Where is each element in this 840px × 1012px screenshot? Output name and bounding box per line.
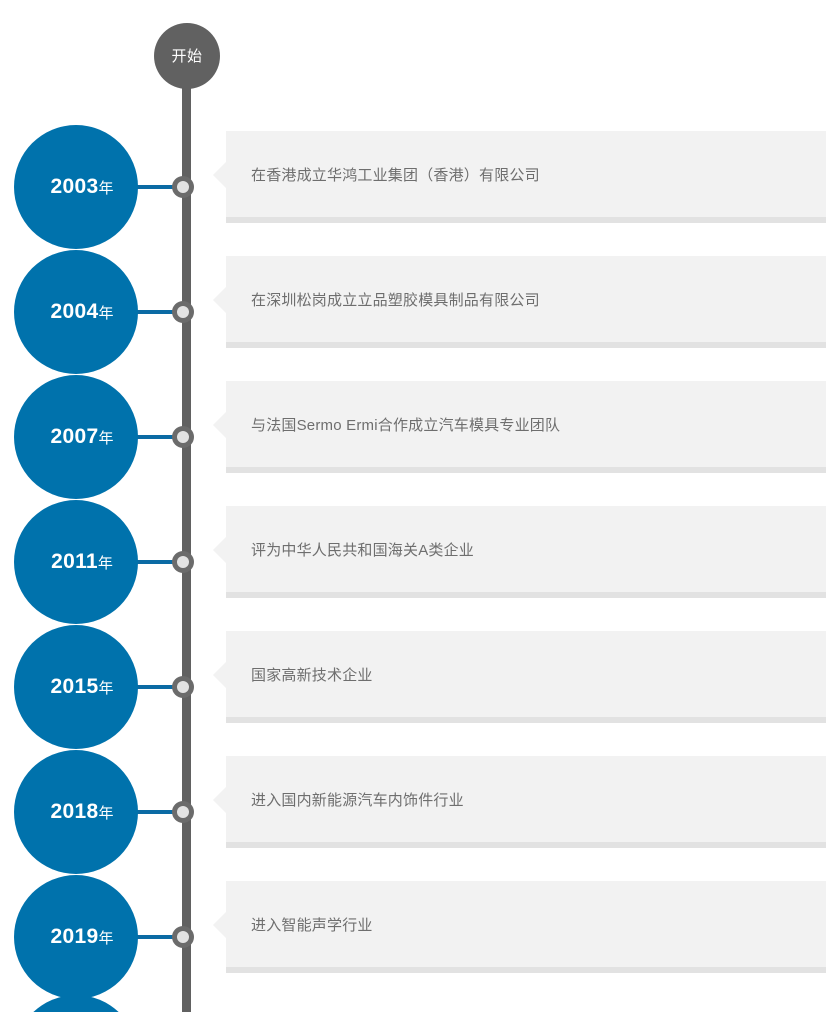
timeline-row: 2019年 进入智能声学行业	[0, 875, 840, 1000]
timeline-row: 2015年 国家高新技术企业	[0, 625, 840, 750]
panel-arrow-icon	[213, 286, 227, 314]
year-circle[interactable]: 2004年	[14, 250, 138, 374]
node-core	[177, 306, 189, 318]
year-number: 2019	[50, 925, 99, 948]
event-panel[interactable]: 在深圳松岗成立立品塑胶模具制品有限公司	[213, 256, 826, 348]
event-text: 在深圳松岗成立立品塑胶模具制品有限公司	[251, 291, 540, 309]
year-suffix: 年	[98, 805, 114, 822]
year-circle[interactable]: 2007年	[14, 375, 138, 499]
event-text: 进入智能声学行业	[251, 916, 373, 934]
year-number: 2015	[50, 675, 99, 698]
timeline-node-dot[interactable]	[172, 176, 194, 198]
event-panel[interactable]: 国家高新技术企业	[213, 631, 826, 723]
event-panel[interactable]: 进入国内新能源汽车内饰件行业	[213, 756, 826, 848]
year-circle[interactable]: 2018年	[14, 750, 138, 874]
year-label: 2004年	[51, 300, 114, 324]
timeline-node-dot[interactable]	[172, 926, 194, 948]
timeline-row: 2007年 与法国Sermo Ermi合作成立汽车模具专业团队	[0, 375, 840, 500]
event-text: 国家高新技术企业	[251, 666, 373, 684]
year-suffix: 年	[98, 930, 114, 947]
timeline-node-dot[interactable]	[172, 676, 194, 698]
year-number: 2004	[50, 300, 99, 323]
panel-arrow-icon	[213, 161, 227, 189]
year-number: 2007	[50, 425, 99, 448]
year-number: 2003	[50, 175, 99, 198]
year-number: 2011	[51, 550, 98, 573]
year-connector-line	[126, 560, 192, 564]
panel-arrow-icon	[213, 536, 227, 564]
node-core	[177, 431, 189, 443]
year-connector-line	[126, 685, 192, 689]
panel-arrow-icon	[213, 786, 227, 814]
year-connector-line	[126, 185, 192, 189]
year-suffix: 年	[97, 555, 113, 572]
event-panel[interactable]: 在香港成立华鸿工业集团（香港）有限公司	[213, 131, 826, 223]
timeline-row: 2004年 在深圳松岗成立立品塑胶模具制品有限公司	[0, 250, 840, 375]
year-number: 2018	[50, 800, 99, 823]
panel-arrow-icon	[213, 411, 227, 439]
year-suffix: 年	[98, 430, 114, 447]
year-suffix: 年	[98, 305, 114, 322]
event-panel[interactable]: 进入智能声学行业	[213, 881, 826, 973]
timeline-node-dot[interactable]	[172, 801, 194, 823]
timeline-node-dot[interactable]	[172, 301, 194, 323]
panel-arrow-icon	[213, 911, 227, 939]
year-connector-line	[126, 935, 192, 939]
node-core	[177, 806, 189, 818]
timeline-spine	[182, 56, 191, 1012]
node-core	[177, 931, 189, 943]
timeline-row: 2018年 进入国内新能源汽车内饰件行业	[0, 750, 840, 875]
node-core	[177, 556, 189, 568]
timeline-node-dot[interactable]	[172, 551, 194, 573]
event-text: 与法国Sermo Ermi合作成立汽车模具专业团队	[251, 416, 561, 434]
year-circle[interactable]: 2015年	[14, 625, 138, 749]
event-panel[interactable]: 与法国Sermo Ermi合作成立汽车模具专业团队	[213, 381, 826, 473]
year-circle[interactable]: 2003年	[14, 125, 138, 249]
year-connector-line	[126, 810, 192, 814]
year-label: 2007年	[51, 425, 114, 449]
year-suffix: 年	[98, 680, 114, 697]
year-label: 2011年	[51, 550, 113, 574]
year-suffix: 年	[98, 180, 114, 197]
year-label: 2019年	[51, 925, 114, 949]
year-label: 2015年	[51, 675, 114, 699]
event-text: 评为中华人民共和国海关A类企业	[251, 541, 475, 559]
year-label: 2003年	[51, 175, 114, 199]
year-connector-line	[126, 310, 192, 314]
timeline-row: 2003年 在香港成立华鸿工业集团（香港）有限公司	[0, 125, 840, 250]
event-text: 在香港成立华鸿工业集团（香港）有限公司	[251, 166, 540, 184]
year-circle[interactable]: 2019年	[14, 875, 138, 999]
node-core	[177, 681, 189, 693]
panel-arrow-icon	[213, 661, 227, 689]
timeline-node-dot[interactable]	[172, 426, 194, 448]
node-core	[177, 181, 189, 193]
timeline-start-label: 开始	[171, 47, 203, 65]
timeline-row: 2011年 评为中华人民共和国海关A类企业	[0, 500, 840, 625]
timeline-start-node: 开始	[154, 23, 220, 89]
event-panel[interactable]: 评为中华人民共和国海关A类企业	[213, 506, 826, 598]
year-circle[interactable]: 2011年	[14, 500, 138, 624]
event-text: 进入国内新能源汽车内饰件行业	[251, 791, 464, 809]
year-label: 2018年	[51, 800, 114, 824]
year-connector-line	[126, 435, 192, 439]
